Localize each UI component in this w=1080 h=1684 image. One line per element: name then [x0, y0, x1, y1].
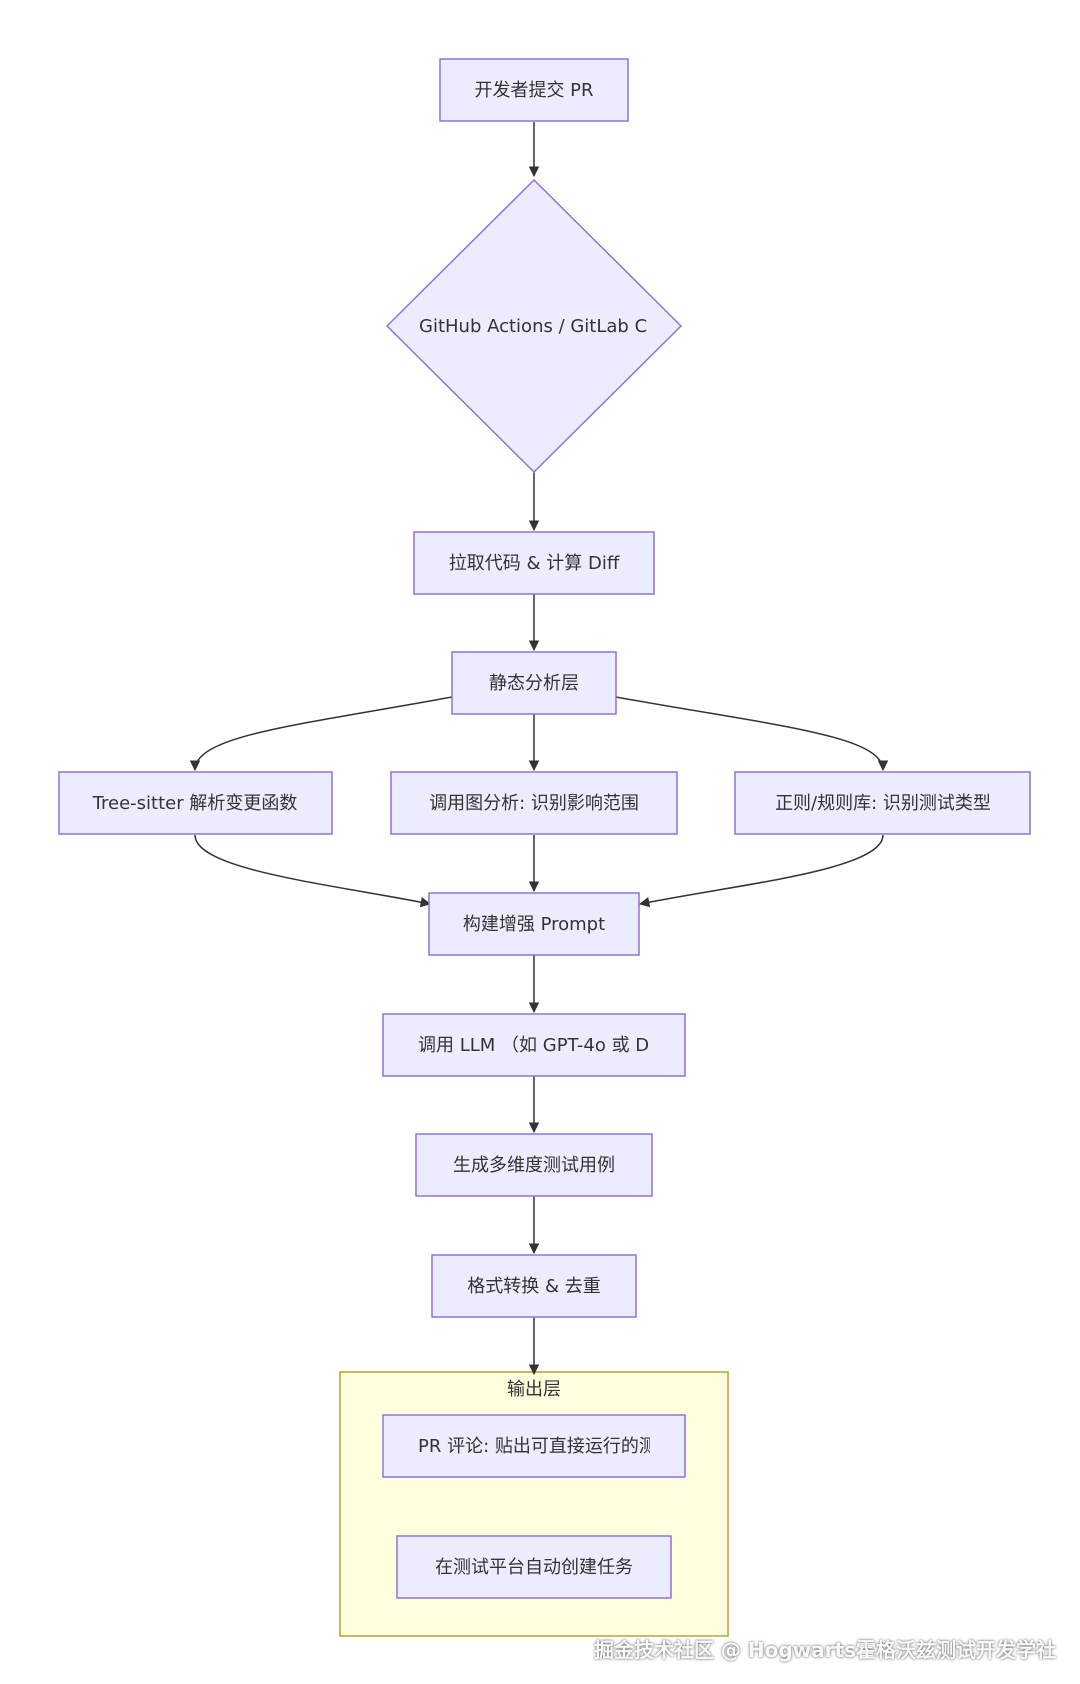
node-build-prompt: 构建增强 Prompt: [428, 892, 640, 956]
node-call-graph-label: 调用图分析: 识别影响范围: [429, 793, 639, 814]
node-pr-comment: PR 评论: 贴出可直接运行的测: [382, 1414, 686, 1478]
node-format-dedup: 格式转换 & 去重: [431, 1254, 637, 1318]
node-submit-pr-label: 开发者提交 PR: [474, 80, 593, 101]
edge-static-to-treesitter: [189, 696, 453, 772]
output-layer-title: 输出层: [507, 1379, 561, 1400]
node-static-analysis: 静态分析层: [451, 651, 617, 715]
edges: [189, 122, 889, 1376]
node-call-llm-label: 调用 LLM （如 GPT-4o 或 De: [418, 1035, 660, 1056]
node-build-prompt-label: 构建增强 Prompt: [463, 914, 605, 935]
node-regex-rules-label: 正则/规则库: 识别测试类型: [775, 793, 991, 814]
node-format-dedup-label: 格式转换 & 去重: [467, 1276, 600, 1297]
node-pr-comment-label: PR 评论: 贴出可直接运行的测: [418, 1436, 657, 1457]
edge-static-to-regex: [615, 696, 889, 772]
node-fetch-diff: 拉取代码 & 计算 Diff: [413, 531, 655, 595]
node-regex-rules: 正则/规则库: 识别测试类型: [734, 771, 1031, 835]
node-ci-trigger: GitHub Actions / GitLab CI 触: [385, 178, 683, 474]
node-ci-trigger-label: GitHub Actions / GitLab CI 触: [419, 316, 676, 337]
node-tree-sitter-label: Tree-sitter 解析变更函数: [92, 793, 298, 814]
node-fetch-diff-label: 拉取代码 & 计算 Diff: [449, 553, 620, 574]
edge-regex-to-prompt: [638, 834, 884, 908]
node-generate-cases: 生成多维度测试用例: [415, 1133, 653, 1197]
node-create-task: 在测试平台自动创建任务: [396, 1535, 672, 1599]
node-create-task-label: 在测试平台自动创建任务: [435, 1557, 633, 1578]
node-tree-sitter: Tree-sitter 解析变更函数: [58, 771, 333, 835]
node-submit-pr: 开发者提交 PR: [439, 58, 629, 122]
node-generate-cases-label: 生成多维度测试用例: [453, 1155, 615, 1176]
node-call-llm: 调用 LLM （如 GPT-4o 或 De: [382, 1013, 686, 1077]
watermark: 掘金技术社区 @ Hogwarts霍格沃兹测试开发学社: [593, 1638, 1056, 1662]
node-static-analysis-label: 静态分析层: [489, 673, 579, 694]
node-call-graph: 调用图分析: 识别影响范围: [390, 771, 678, 835]
edge-treesitter-to-prompt: [194, 834, 432, 908]
